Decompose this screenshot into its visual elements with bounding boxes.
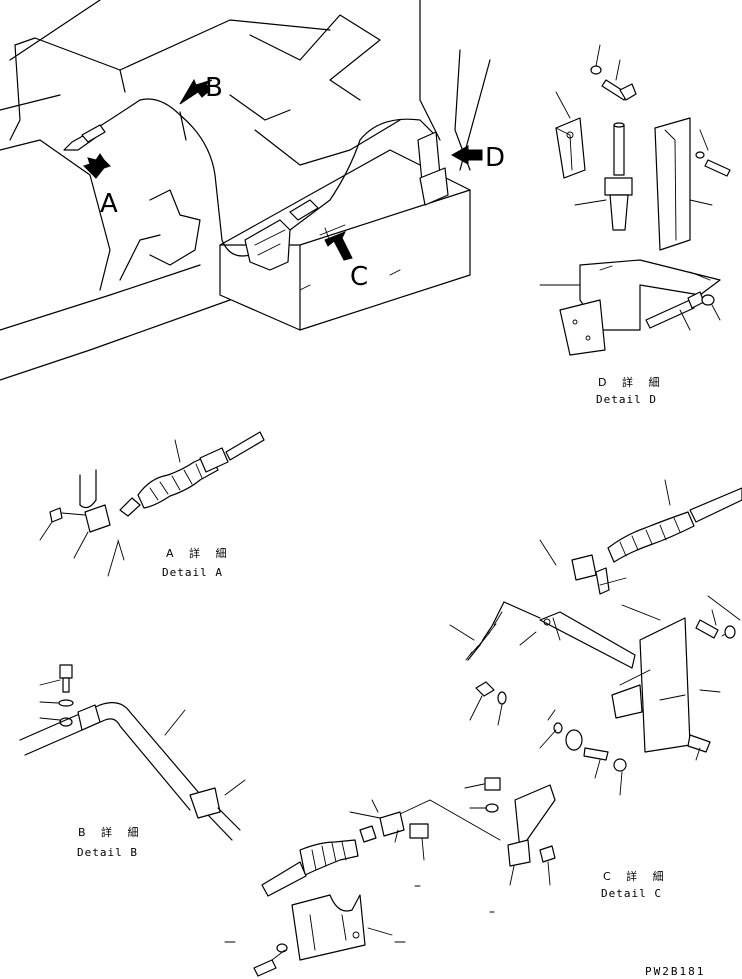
drawing-code: PW2B181 bbox=[645, 965, 705, 978]
detail-d-drawing: D 詳 細 Detail D bbox=[539, 44, 731, 406]
view-arrow-b bbox=[179, 78, 213, 105]
detail-a-title-jp: A 詳 細 bbox=[166, 546, 233, 560]
view-label-c: C bbox=[350, 262, 368, 292]
main-assembly-view: A B C D bbox=[0, 0, 505, 381]
view-label-a: A bbox=[100, 189, 118, 219]
detail-c-title-en: Detail C bbox=[601, 887, 662, 900]
detail-b-title-jp: B 詳 細 bbox=[78, 825, 145, 839]
view-arrow-d bbox=[450, 145, 483, 165]
detail-d-title-en: Detail D bbox=[596, 393, 657, 406]
detail-a-title-en: Detail A bbox=[162, 566, 223, 579]
view-label-d: D bbox=[485, 143, 505, 173]
view-label-b: B bbox=[205, 73, 223, 103]
detail-a-drawing: A 詳 細 Detail A bbox=[39, 431, 265, 579]
detail-b-title-en: Detail B bbox=[77, 846, 138, 859]
view-arrow-a bbox=[83, 153, 111, 179]
detail-c-title-jp: C 詳 細 bbox=[603, 869, 670, 883]
detail-b-drawing: B 詳 細 Detail B bbox=[19, 664, 246, 859]
view-arrow-c bbox=[324, 231, 353, 261]
detail-d-title-jp: D 詳 細 bbox=[598, 375, 665, 389]
detail-c-drawing: C 詳 細 Detail C bbox=[224, 479, 742, 977]
